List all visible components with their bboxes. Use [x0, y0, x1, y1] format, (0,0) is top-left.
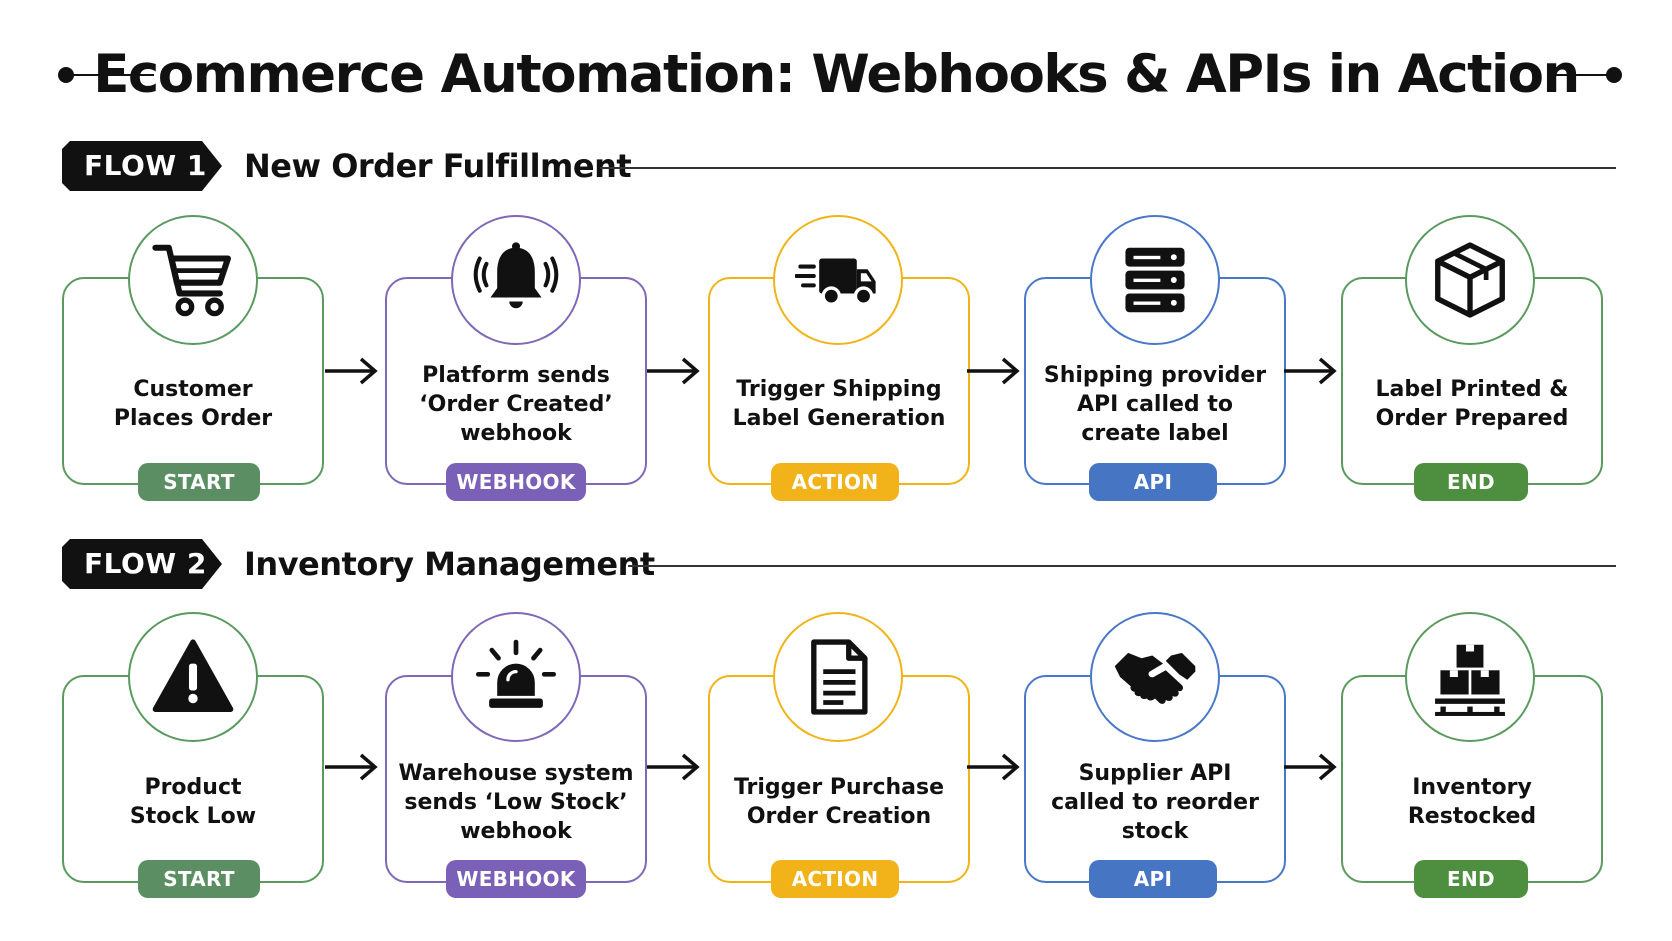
flow-2-rule [628, 565, 1616, 567]
flow-arrow-icon [967, 357, 1020, 385]
flow-arrow-icon [325, 753, 378, 781]
alarm-siren-icon [476, 639, 556, 708]
flow-1-step-5-icon-circle [1405, 215, 1535, 345]
step-text: Product Stock Low [129, 775, 257, 829]
flow-2-header: FLOW 2 Inventory Management [0, 536, 1672, 592]
start-badge: START [138, 860, 260, 898]
flow-arrow-icon [1284, 753, 1337, 781]
flow-1-step-5-card: Label Printed & Order Prepared [1341, 277, 1603, 485]
step-text: Supplier API called to reorder stock [1051, 760, 1259, 844]
flow-2-step-2-icon-circle [451, 612, 581, 742]
flow-1-step-1-icon-circle [128, 215, 258, 345]
flow-2-title: Inventory Management [244, 545, 655, 583]
flow-1-step-3-icon-circle [773, 215, 903, 345]
start-badge: START [138, 463, 260, 501]
flow-arrow-icon [325, 357, 378, 385]
bell-icon [473, 242, 559, 309]
flow-1-step-4-icon-circle [1090, 215, 1220, 345]
webhook-badge: WEBHOOK [446, 860, 586, 898]
warning-icon [152, 639, 234, 712]
stacked-boxes-icon [1435, 644, 1505, 716]
page-title: Ecommerce Automation: Webhooks & APIs in… [93, 44, 1580, 105]
flow-2-tag: FLOW 2 [62, 539, 222, 589]
webhook-badge: WEBHOOK [446, 463, 586, 501]
document-icon [811, 639, 868, 715]
flow-1-tag: FLOW 1 [62, 141, 222, 191]
step-text: Warehouse system sends ‘Low Stock’ webho… [398, 760, 634, 844]
end-badge: END [1414, 860, 1528, 898]
delivery-truck-icon [795, 258, 876, 306]
flow-2-step-5-icon-circle [1405, 612, 1535, 742]
title-left-rule [66, 74, 154, 76]
flow-arrow-icon [647, 357, 700, 385]
flow-arrow-icon [647, 753, 700, 781]
step-text: Inventory Restocked [1407, 775, 1537, 829]
api-badge: API [1089, 463, 1217, 501]
step-text: Customer Places Order [113, 377, 273, 431]
step-text: Shipping provider API called to create l… [1043, 362, 1267, 446]
step-text: Platform sends ‘Order Created’ webhook [419, 362, 613, 446]
flow-2-step-3-icon-circle [773, 612, 903, 742]
title-right-rule [1548, 74, 1614, 76]
flow-1-header: FLOW 1 New Order Fulfillment [0, 138, 1672, 194]
flow-1-title: New Order Fulfillment [244, 147, 632, 185]
title-row: Ecommerce Automation: Webhooks & APIs in… [0, 30, 1672, 120]
api-badge: API [1089, 860, 1217, 898]
step-text: Trigger Shipping Label Generation [732, 377, 946, 431]
action-badge: ACTION [771, 860, 899, 898]
step-text: Trigger Purchase Order Creation [733, 775, 945, 829]
flow-2-step-4-icon-circle [1090, 612, 1220, 742]
flow-arrow-icon [967, 753, 1020, 781]
server-icon [1125, 247, 1185, 313]
action-badge: ACTION [771, 463, 899, 501]
end-badge: END [1414, 463, 1528, 501]
step-text: Label Printed & Order Prepared [1375, 377, 1569, 431]
package-box-icon [1435, 242, 1505, 318]
shopping-cart-icon [152, 244, 231, 317]
flow-2-step-1-icon-circle [128, 612, 258, 742]
flow-arrow-icon [1284, 357, 1337, 385]
flow-1-rule [600, 167, 1616, 169]
flow-1-step-2-icon-circle [451, 215, 581, 345]
title-right-dot [1606, 67, 1622, 83]
handshake-icon [1114, 652, 1196, 704]
